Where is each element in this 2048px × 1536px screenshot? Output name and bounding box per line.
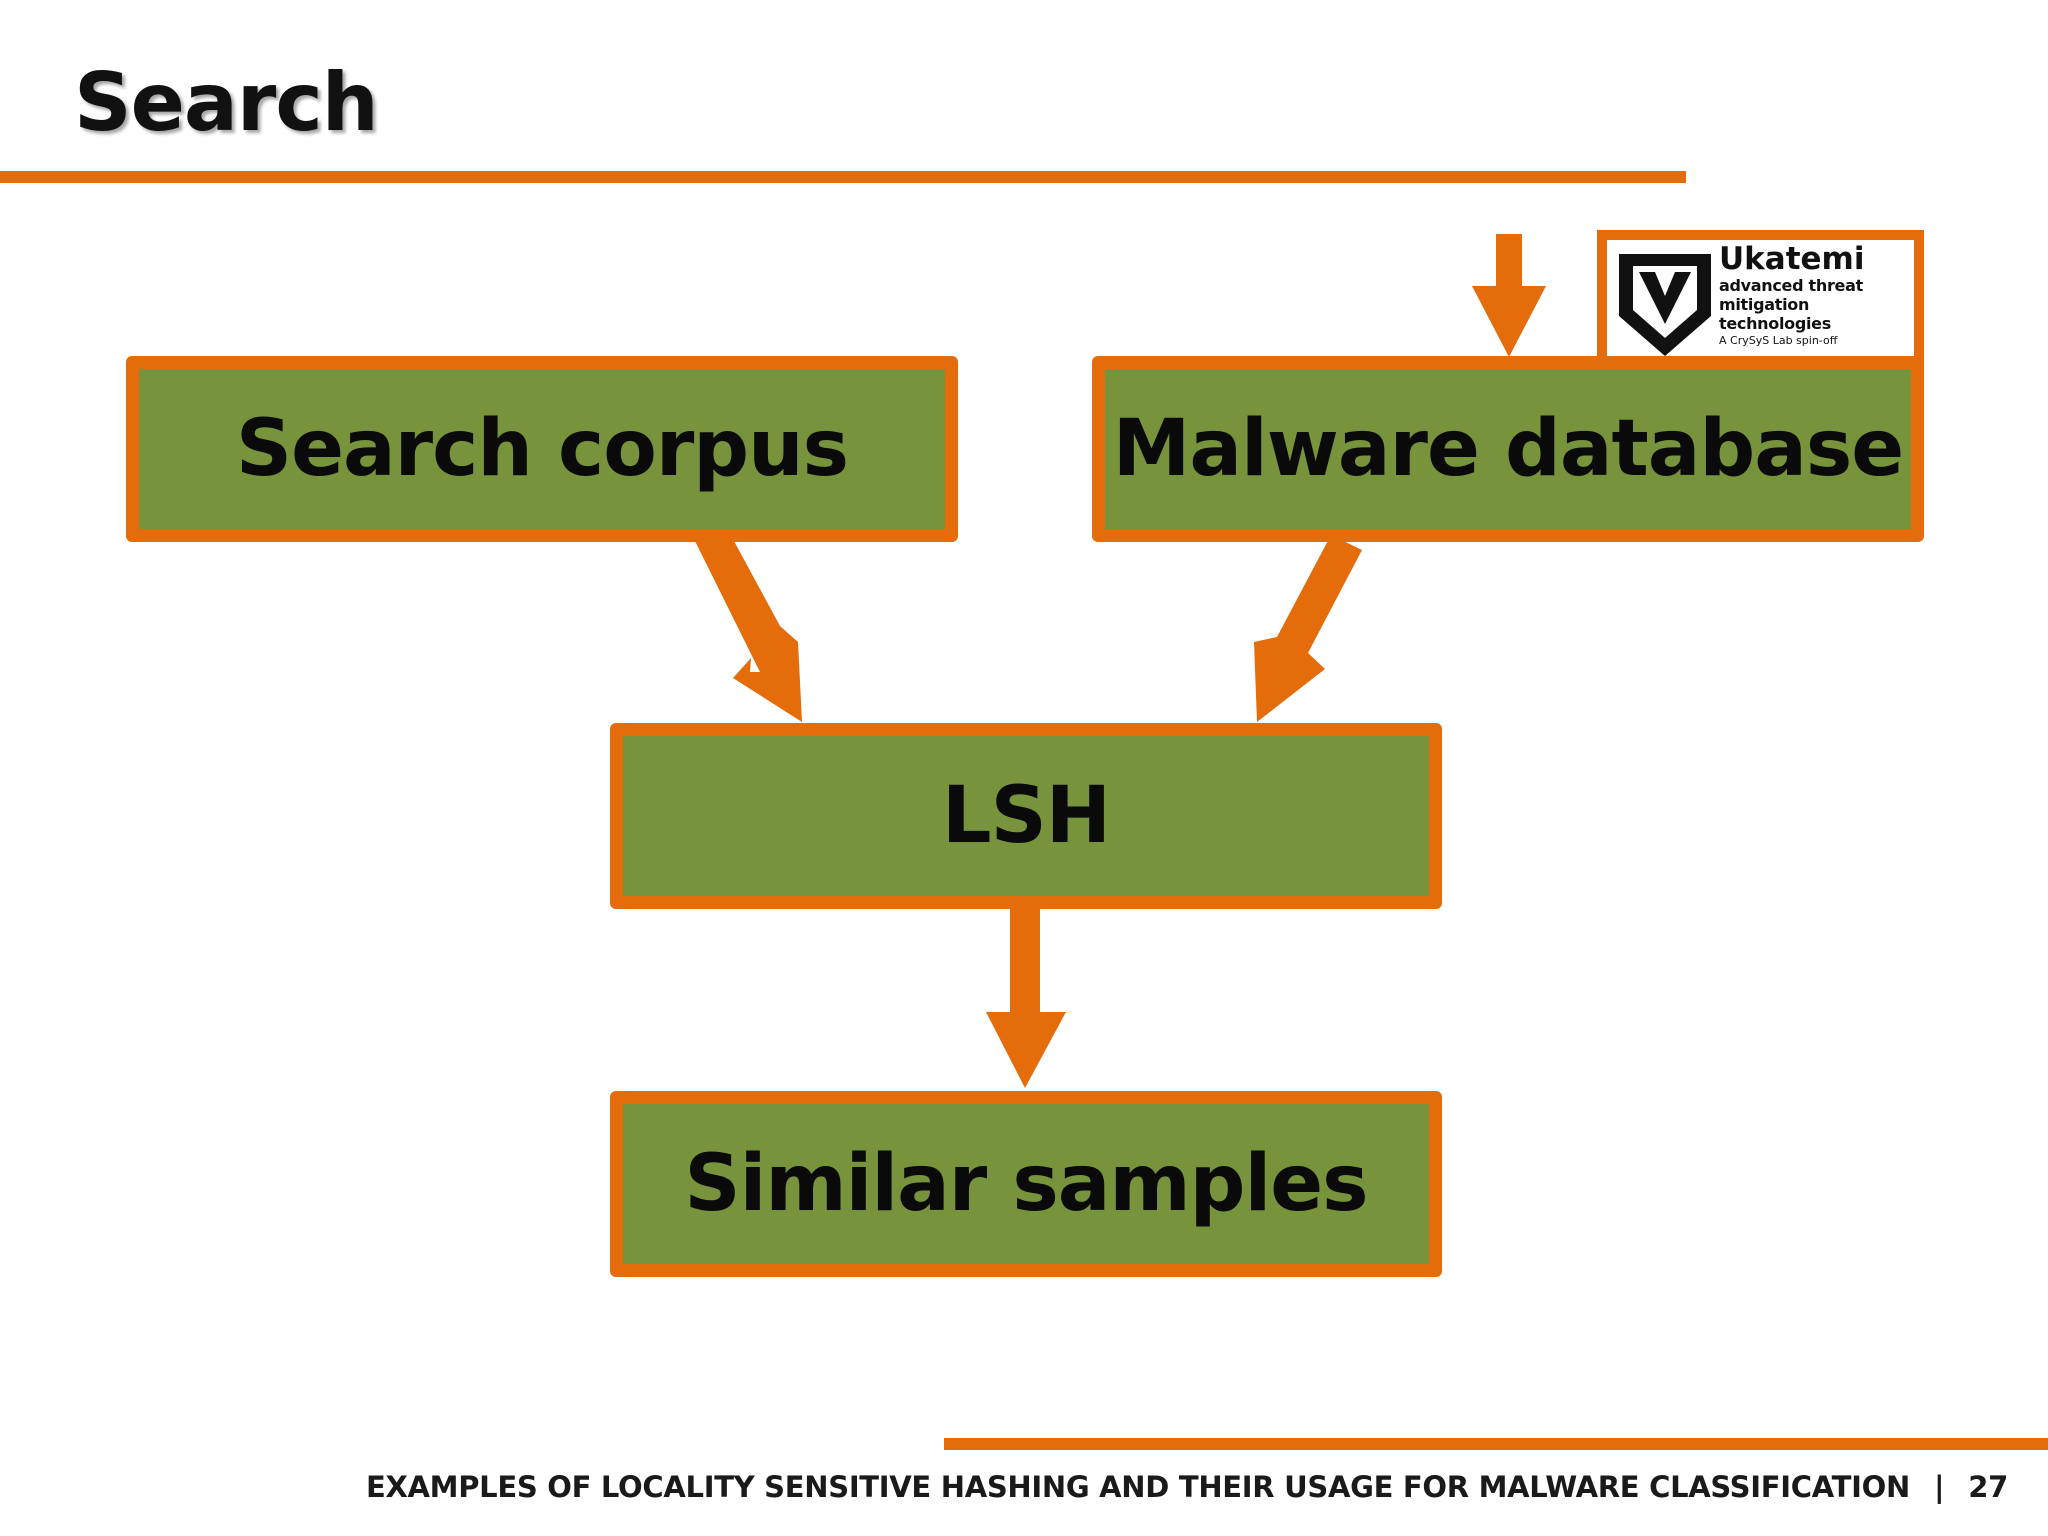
node-label-malware-database: Malware database [1112,404,1904,494]
arrow-input-to-malware-db [1472,234,1546,357]
footer-rule [944,1438,2048,1450]
arrow-lsh-to-similar-samples [986,905,1066,1088]
logo-wordmark: Ukatemi advanced threat mitigation techn… [1719,242,1914,349]
node-search-corpus: Search corpus [126,356,958,542]
logo-tagline-line-2: mitigation technologies [1719,295,1831,333]
shield-v-icon [1619,254,1711,356]
logo-name: Ukatemi [1719,241,1865,277]
node-similar-samples: Similar samples [610,1091,1442,1277]
node-lsh: LSH [610,723,1442,909]
arrow-search-corpus-to-lsh [692,519,802,722]
slide-footer: EXAMPLES OF LOCALITY SENSITIVE HASHING A… [366,1470,2008,1504]
slide-title: Search [74,56,379,149]
node-label-lsh: LSH [941,771,1111,861]
title-underline [0,171,1686,183]
arrow-malware-db-to-lsh [1254,535,1362,722]
node-label-search-corpus: Search corpus [235,404,849,494]
logo-tagline-line-1: advanced threat [1719,276,1863,295]
node-malware-database: Malware database [1092,356,1924,542]
footer-separator: | [1933,1470,1945,1504]
node-label-similar-samples: Similar samples [684,1139,1368,1229]
footer-text: EXAMPLES OF LOCALITY SENSITIVE HASHING A… [365,1470,1910,1504]
page-number: 27 [1968,1470,2008,1504]
logo-subline: A CrySyS Lab spin-off [1719,334,1838,347]
ukatemi-logo: Ukatemi advanced threat mitigation techn… [1597,230,1924,363]
